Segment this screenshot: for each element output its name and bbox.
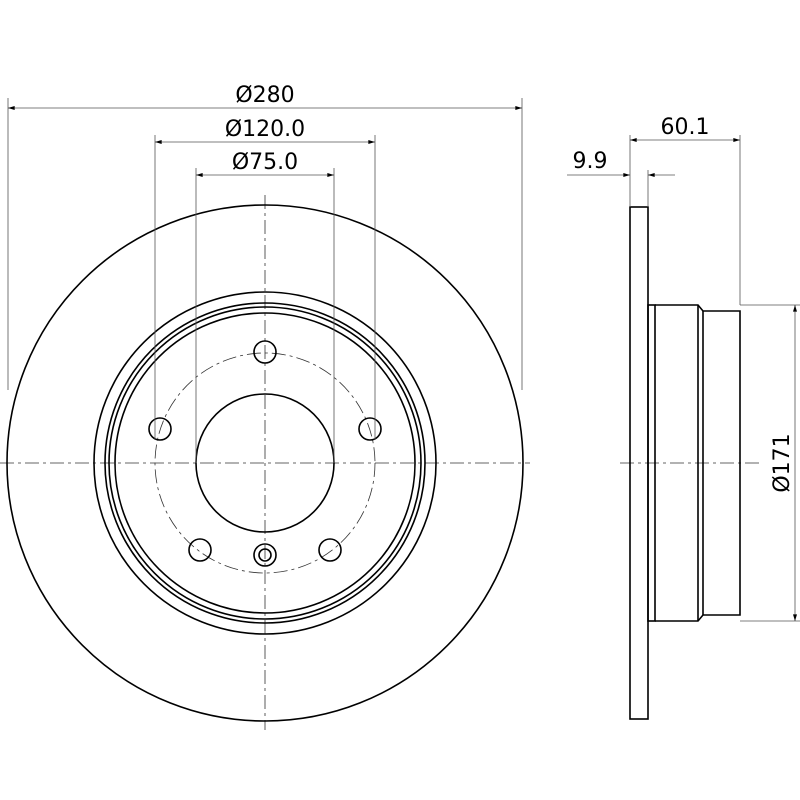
hat-ring [108, 306, 422, 620]
bore-diameter-label: Ø75.0 [232, 150, 298, 175]
centering-diameter-label: Ø120.0 [225, 117, 305, 142]
hub-diameter-label: Ø171 [770, 433, 795, 492]
bolt-hole [318, 538, 342, 562]
friction-ring-inner-edge [93, 291, 437, 635]
bolt-circle [154, 352, 376, 574]
pin-hole-inner [258, 548, 272, 562]
bolt-hole [253, 340, 277, 364]
outer-diameter-label: Ø280 [235, 83, 294, 108]
hub-body [655, 304, 741, 622]
side-view: 60.1 9.9 Ø171 [567, 115, 800, 720]
bolt-hole [358, 417, 382, 441]
bolt-hole [188, 538, 212, 562]
bolt-hole [148, 417, 172, 441]
total-height-label: 60.1 [661, 115, 710, 140]
hat-outer-ring [104, 302, 426, 624]
bolt-holes [148, 340, 382, 567]
pin-hole [253, 543, 277, 567]
hub-flange [647, 304, 656, 622]
hat-inner-ring [114, 312, 416, 614]
front-view: Ø280 Ø120.0 Ø75.0 [0, 83, 530, 730]
thickness-label: 9.9 [573, 149, 608, 174]
outer-edge [6, 204, 524, 722]
